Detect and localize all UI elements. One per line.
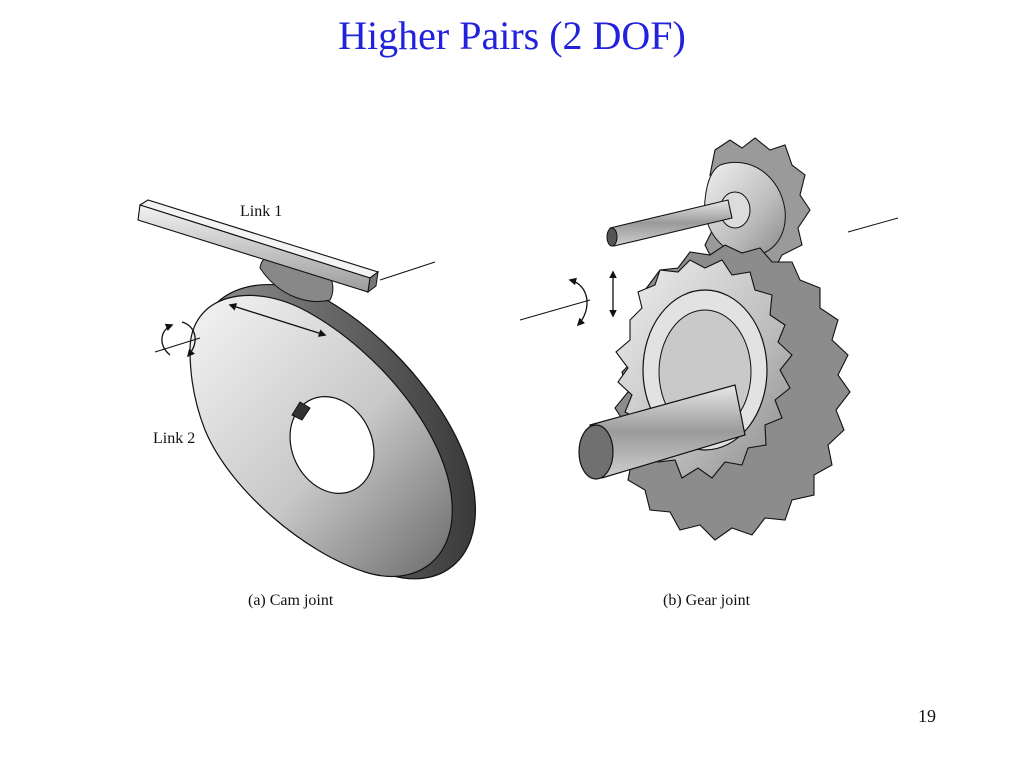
cam-joint-caption: (a) Cam joint	[248, 592, 334, 609]
cam-bore	[289, 396, 375, 494]
link1-label: Link 1	[240, 203, 283, 220]
gear-joint-drawing	[519, 137, 899, 541]
gear-joint-caption: (b) Gear joint	[663, 592, 751, 609]
page-title: Higher Pairs (2 DOF)	[338, 13, 686, 58]
cam-joint-drawing	[137, 199, 476, 580]
higher-pairs-figure	[130, 120, 930, 620]
page-number: 19	[918, 706, 936, 726]
link2-label: Link 2	[153, 430, 196, 447]
cam-keyway	[291, 401, 311, 421]
